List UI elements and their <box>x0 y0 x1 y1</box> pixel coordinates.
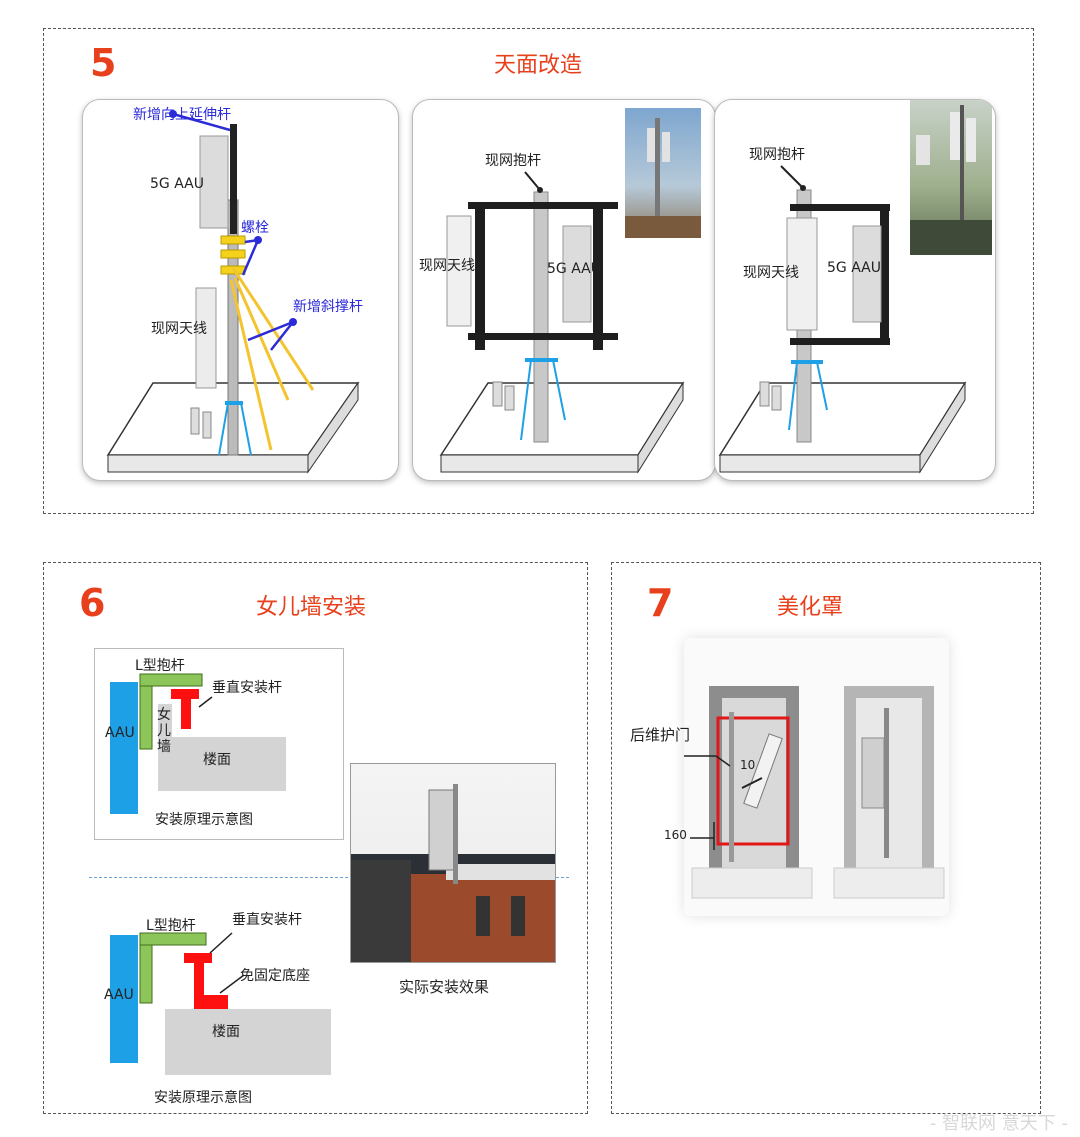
label-new-brace: 新增斜撑杆 <box>293 299 363 315</box>
label-aau: AAU <box>105 725 135 741</box>
label-bolt: 螺栓 <box>241 220 269 236</box>
label-5g-aau: 5G AAU <box>827 260 881 276</box>
dimension-label: 10 <box>740 758 756 772</box>
label-aau: AAU <box>104 987 134 1003</box>
tower-photo <box>625 108 701 238</box>
panel-rooftop-retrofit: 5 天面改造 <box>43 28 1034 514</box>
site-photo <box>910 100 992 255</box>
install-photo <box>350 763 556 963</box>
card-extension-pole: 新增向上延伸杆 5G AAU 螺栓 新增斜撑杆 现网天线 <box>82 99 399 481</box>
label-existing-antenna: 现网天线 <box>743 265 799 281</box>
label-extension-pole: 新增向上延伸杆 <box>133 107 231 123</box>
label-5g-aau: 5G AAU <box>150 176 204 192</box>
base-diagram-art <box>110 932 331 1075</box>
label-floor: 楼面 <box>212 1024 240 1040</box>
card-side-arm: 现网抱杆 现网天线 5G AAU <box>714 99 996 481</box>
panel-parapet-install: 6 女儿墙安装 L型抱杆 垂直安装杆 AAU 女儿墙 楼面 安装原理示意图 <box>43 562 588 1114</box>
card-h-frame: 现网抱杆 现网天线 5G AAU <box>412 99 716 481</box>
label-existing-pole: 现网抱杆 <box>749 147 805 163</box>
photo-caption: 实际安装效果 <box>399 978 490 996</box>
step-number: 6 <box>79 581 106 625</box>
l-pole-diagram-art <box>110 673 286 814</box>
label-l-pole: L型抱杆 <box>146 918 196 934</box>
step-number: 5 <box>90 41 117 85</box>
panel-title: 天面改造 <box>494 53 583 78</box>
install-photo-art <box>351 784 555 962</box>
site-photo-art <box>910 105 992 255</box>
panel-title: 女儿墙安装 <box>256 595 367 620</box>
label-l-pole: L型抱杆 <box>135 658 185 674</box>
extension-pole-drawing <box>106 110 360 474</box>
label-existing-antenna: 现网天线 <box>151 321 207 337</box>
cover-illustration: 后维护门 10 160 <box>630 638 949 916</box>
step-number: 7 <box>647 581 674 625</box>
label-vertical-pole: 垂直安装杆 <box>232 912 302 928</box>
label-parapet: 女儿墙 <box>157 707 171 755</box>
dimension-label: 160 <box>664 828 687 842</box>
label-vertical-pole: 垂直安装杆 <box>212 680 282 696</box>
cover-illustration-art <box>684 686 945 899</box>
label-base: 免固定底座 <box>240 968 310 984</box>
panel-camouflage-cover: 7 美化罩 后维护门 10 160 <box>611 562 1041 1114</box>
side-arm-drawing <box>718 165 967 474</box>
h-frame-drawing <box>439 171 685 474</box>
divider-line <box>89 877 569 878</box>
label-existing-pole: 现网抱杆 <box>485 153 541 169</box>
install-diagram-l-pole: L型抱杆 垂直安装杆 AAU 女儿墙 楼面 安装原理示意图 <box>94 648 344 840</box>
label-existing-antenna: 现网天线 <box>419 258 475 274</box>
diagram-caption: 安装原理示意图 <box>155 812 253 828</box>
tower-photo-art <box>625 118 701 238</box>
diagram-caption: 安装原理示意图 <box>154 1090 252 1106</box>
label-5g-aau: 5G AAU <box>547 261 601 277</box>
install-diagram-base: L型抱杆 垂直安装杆 免固定底座 AAU 楼面 安装原理示意图 <box>102 903 372 1108</box>
panel-title: 美化罩 <box>777 595 844 620</box>
label-rear-door: 后维护门 <box>630 726 691 744</box>
watermark: - 智联网 意天下 - <box>929 1113 1068 1134</box>
label-floor: 楼面 <box>203 752 231 768</box>
